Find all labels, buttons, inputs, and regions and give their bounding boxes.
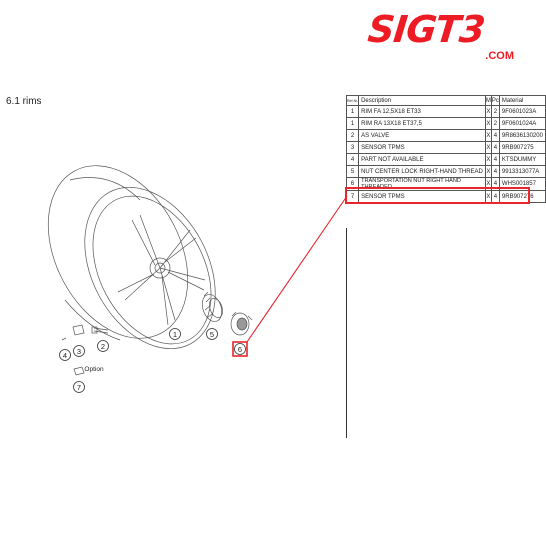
- row-ref: 2: [345, 129, 360, 142]
- row-ref: 5: [345, 165, 360, 178]
- row-pc: 4: [490, 153, 500, 166]
- exploded-view-diagram: [47, 165, 253, 376]
- row-material: 9913313077A: [498, 165, 546, 178]
- row-material: 9F0601024A: [498, 117, 546, 130]
- header-ref: Ref-Nr.: [345, 95, 360, 106]
- row-description: NUT CENTER LOCK RIGHT-HAND THREAD: [358, 165, 486, 178]
- row-description: RIM FA 12,5X18 ET33: [358, 105, 486, 118]
- row-material: 9RB907275: [498, 141, 546, 154]
- rim-drawing: [47, 165, 216, 350]
- header-pc: Pc: [490, 95, 500, 106]
- table-header-row: Ref-Nr. Description M Pc Material: [345, 95, 546, 106]
- row-material: 9R8636130200: [498, 129, 546, 142]
- header-description: Description: [358, 95, 486, 106]
- brand-logo[interactable]: SIGT3 .COM: [366, 8, 518, 62]
- table-row[interactable]: 1 RIM FA 12,5X18 ET33 X 2 9F0601023A: [345, 105, 546, 118]
- row-description: SENSOR TPMS: [358, 141, 486, 154]
- row-description: PART NOT AVAILABLE: [358, 153, 486, 166]
- row-ref: 1: [345, 105, 360, 118]
- small-part-drawing: [61, 337, 67, 341]
- table-row[interactable]: 1 RIM RA 13X18 ET37,5 X 2 9F0601024A: [345, 117, 546, 130]
- sensor-drawing: [72, 324, 85, 336]
- row-pc: 2: [490, 105, 500, 118]
- row-material: 9F0601023A: [498, 105, 546, 118]
- row-pc: 4: [490, 165, 500, 178]
- table-divider: [346, 228, 347, 438]
- row-pc: 4: [490, 141, 500, 154]
- row-ref: 1: [345, 117, 360, 130]
- valve-drawing: [91, 326, 109, 334]
- table-row[interactable]: 3 SENSOR TPMS X 4 9RB907275: [345, 141, 546, 154]
- table-row[interactable]: 4 PART NOT AVAILABLE X 4 KTSDUMMY: [345, 153, 546, 166]
- row-highlight-box: [345, 187, 530, 204]
- section-title: 6.1 rims: [6, 96, 42, 107]
- table-row[interactable]: 5 NUT CENTER LOCK RIGHT-HAND THREAD X 4 …: [345, 165, 546, 178]
- table-row[interactable]: 2 AS VALVE X 4 9R8636130200: [345, 129, 546, 142]
- logo-domain: .COM: [485, 50, 514, 62]
- row-pc: 4: [490, 129, 500, 142]
- row-description: AS VALVE: [358, 129, 486, 142]
- table-row[interactable]: 7 SENSOR TPMS X 4 9RB907276: [345, 190, 546, 203]
- option-sensor-drawing: [73, 366, 85, 376]
- transport-nut-drawing: [230, 311, 253, 336]
- header-material: Material: [498, 95, 546, 106]
- center-lock-nut-drawing: [201, 291, 223, 322]
- row-pc: 2: [490, 117, 500, 130]
- row-ref: 3: [345, 141, 360, 154]
- row-description: RIM RA 13X18 ET37,5: [358, 117, 486, 130]
- row-ref: 4: [345, 153, 360, 166]
- row-material: KTSDUMMY: [498, 153, 546, 166]
